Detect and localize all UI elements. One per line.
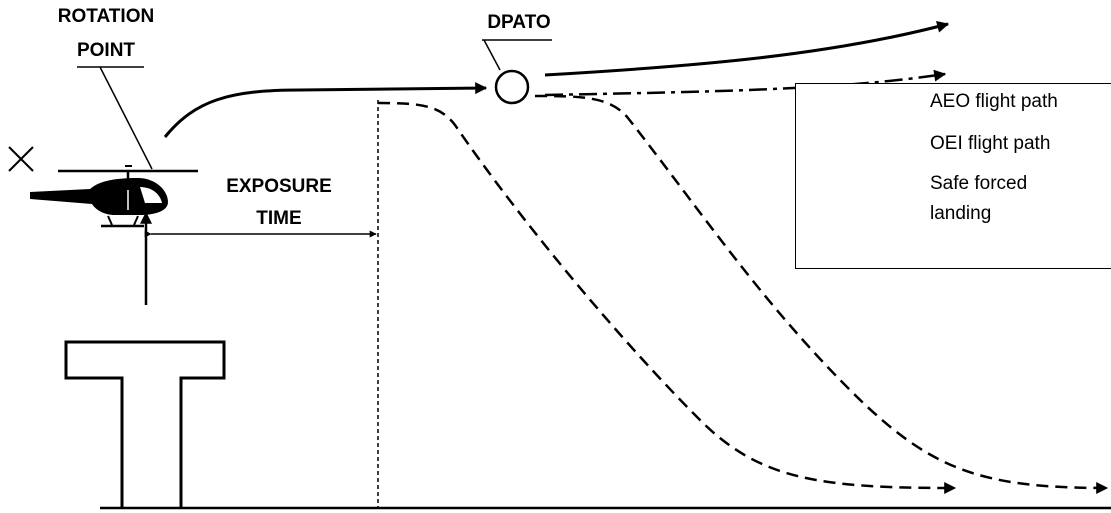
exposure-time-label-line1: EXPOSURE — [226, 176, 332, 197]
oei-flight-path-line — [544, 69, 947, 97]
forced-landing-path-2 — [534, 94, 1109, 494]
forced-landing-path-1 — [377, 101, 957, 494]
exposure-time-label-line2: TIME — [256, 208, 302, 229]
dpato-circle-icon — [494, 69, 530, 105]
legend-box — [795, 83, 1111, 269]
helicopter-icon — [8, 146, 198, 228]
rotation-point-label-line2: POINT — [76, 40, 136, 61]
legend-landing-label-line1: Safe forced — [930, 173, 1028, 194]
dpato-label: DPATO — [487, 12, 551, 33]
rotation-point-label-line1: ROTATION — [57, 6, 155, 27]
helipad-structure-icon — [64, 340, 226, 508]
rotation-point-leader — [99, 66, 153, 170]
dpato-leader — [483, 39, 501, 71]
legend-landing-label-line2: landing — [930, 203, 992, 224]
aeo-flight-path-line — [544, 20, 950, 77]
legend-aeo-label: AEO flight path — [930, 91, 1058, 112]
legend-oei-label: OEI flight path — [930, 133, 1051, 154]
aeo-climb-path — [163, 82, 488, 138]
